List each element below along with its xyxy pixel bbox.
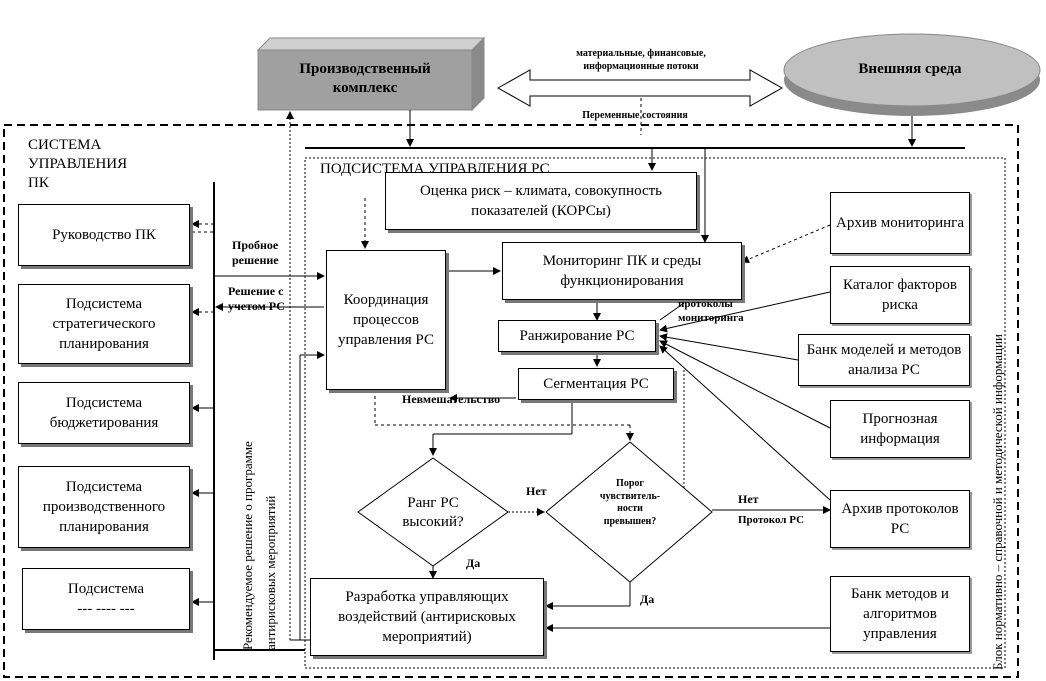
non-intervention-label: Невмешательство bbox=[402, 392, 501, 406]
right-box-forecast-label: Прогнозная информация bbox=[860, 410, 940, 447]
yes-label-1: Да bbox=[466, 556, 481, 570]
right-box-archive-monitoring[interactable]: Архив мониторинга bbox=[830, 192, 970, 254]
left-box-other[interactable]: Подсистема --- ---- --- bbox=[22, 568, 190, 630]
threshold-label: Порог чувствитель-ности превышен? bbox=[599, 478, 661, 527]
ranking-box[interactable]: Ранжирование РС bbox=[498, 320, 656, 352]
left-box-production[interactable]: Подсистема производственного планировани… bbox=[18, 466, 190, 548]
left-box-production-label: Подсистема производственного планировани… bbox=[42, 478, 166, 536]
recommended-label: Рекомендуемое решение о программе bbox=[240, 441, 255, 650]
right-box-models-label: Банк моделей и методов анализа РС bbox=[806, 341, 962, 378]
external-env-label: Внешняя среда bbox=[858, 61, 962, 77]
right-box-archive-monitoring-label: Архив мониторинга bbox=[836, 214, 964, 231]
risk-climate-label: Оценка риск – климата, совокупность пока… bbox=[419, 182, 663, 219]
flows-arrow bbox=[496, 69, 784, 107]
flows-label: материальные, финансовые, информационные… bbox=[576, 48, 706, 72]
segmentation-label: Сегментация РС bbox=[543, 375, 649, 392]
right-box-catalog[interactable]: Каталог факторов риска bbox=[830, 266, 970, 324]
state-vars-label: Переменные состояния bbox=[582, 110, 688, 121]
left-box-budgeting-label: Подсистема бюджетирования bbox=[49, 394, 159, 431]
protocols-monitoring-label: протоколы мониторинга bbox=[678, 298, 744, 324]
production-complex-label: Производственный комплекс bbox=[299, 61, 431, 96]
coordination-label: Координация процессов управления РС bbox=[338, 291, 434, 349]
left-box-budgeting[interactable]: Подсистема бюджетирования bbox=[18, 382, 190, 444]
trial-solution-label: Пробное решение bbox=[232, 238, 279, 267]
yes-label-2: Да bbox=[640, 592, 655, 606]
right-box-protocol-archive-label: Архив протоколов РС bbox=[841, 500, 959, 537]
left-box-management-label: Руководство ПК bbox=[52, 226, 156, 243]
right-box-protocol-archive[interactable]: Архив протоколов РС bbox=[830, 490, 970, 548]
monitoring-box[interactable]: Мониторинг ПК и среды функционирования bbox=[502, 242, 742, 300]
protocol-rs-label: Протокол РС bbox=[737, 514, 805, 526]
left-box-strategic-label: Подсистема стратегического планирования bbox=[52, 295, 156, 353]
right-box-methods-bank-label: Банк методов и алгоритмов управления bbox=[851, 585, 949, 643]
development-box[interactable]: Разработка управляющих воздействий (анти… bbox=[310, 578, 544, 656]
solution-with-label: Решение с учетом РС bbox=[228, 284, 285, 313]
no-label-2: Нет bbox=[738, 492, 759, 506]
left-box-other-dots: --- ---- --- bbox=[77, 601, 135, 617]
left-box-other-label: Подсистема bbox=[67, 580, 145, 597]
segmentation-box[interactable]: Сегментация РС bbox=[518, 368, 674, 400]
left-box-strategic[interactable]: Подсистема стратегического планирования bbox=[18, 284, 190, 364]
norm-block-label: Блок нормативно – справочной и методичес… bbox=[990, 334, 1005, 670]
left-box-management[interactable]: Руководство ПК bbox=[18, 204, 190, 266]
external-env-shape bbox=[783, 33, 1041, 107]
coordination-box[interactable]: Координация процессов управления РС bbox=[326, 250, 446, 390]
rank-high-label: Ранг РС высокий? bbox=[402, 495, 464, 530]
right-box-models[interactable]: Банк моделей и методов анализа РС bbox=[798, 334, 970, 386]
right-box-forecast[interactable]: Прогнозная информация bbox=[830, 400, 970, 458]
risk-climate-box[interactable]: Оценка риск – климата, совокупность пока… bbox=[385, 172, 697, 230]
ranking-label: Ранжирование РС bbox=[519, 327, 635, 344]
production-complex-shape bbox=[257, 49, 473, 111]
system-title: СИСТЕМА УПРАВЛЕНИЯ ПК bbox=[28, 137, 128, 191]
right-box-catalog-label: Каталог факторов риска bbox=[843, 276, 957, 313]
system-border bbox=[3, 124, 1019, 678]
monitoring-label: Мониторинг ПК и среды функционирования bbox=[542, 252, 702, 289]
no-label-1: Нет bbox=[526, 484, 547, 498]
right-box-methods-bank[interactable]: Банк методов и алгоритмов управления bbox=[830, 576, 970, 652]
development-label: Разработка управляющих воздействий (анти… bbox=[338, 588, 516, 646]
subsystem-border bbox=[304, 157, 1006, 669]
anti-measures-label: антирисковых мероприятий bbox=[263, 495, 278, 650]
